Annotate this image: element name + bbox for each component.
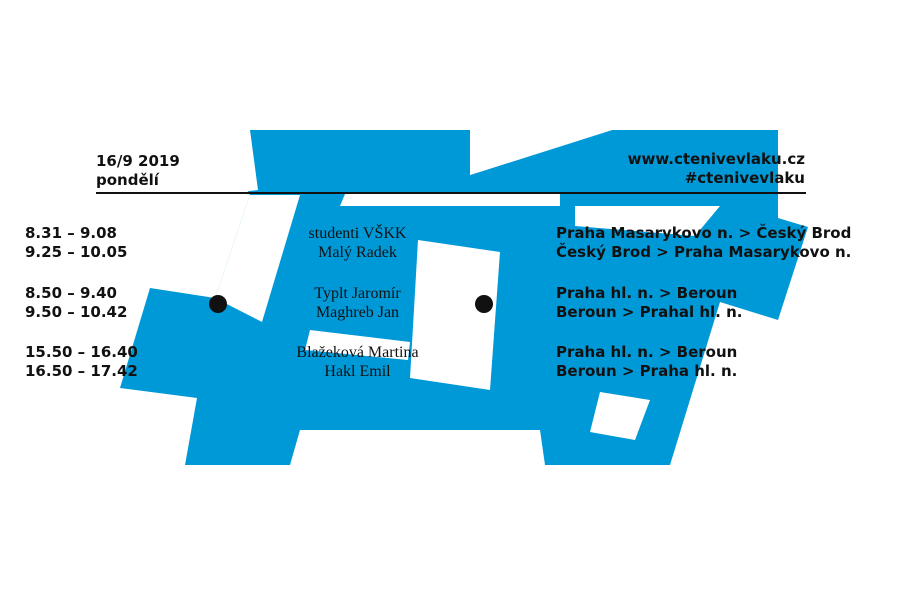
schedule-times-1: 8.31 – 9.08 9.25 – 10.05 (25, 224, 215, 262)
schedule-names-3: Blažeková Martina Hakl Emil (255, 343, 460, 381)
train-route: Praha hl. n. > Beroun (556, 284, 738, 302)
schedule-times-3: 15.50 – 16.40 16.50 – 17.42 (25, 343, 215, 381)
dot-right-marker (475, 295, 493, 313)
reader-name: Maghreb Jan (315, 304, 400, 321)
schedule-names-1: studenti VŠKK Malý Radek (255, 224, 460, 262)
train-route: Praha Masarykovo n. > Český Brod (556, 224, 852, 242)
train-route: Beroun > Praha hl. n. (556, 362, 738, 380)
white-cut-left-lower (215, 195, 300, 322)
event-day: pondělí (96, 171, 159, 189)
white-cut-lower-right (575, 206, 720, 236)
train-route: Český Brod > Praha Masarykovo n. (556, 243, 852, 261)
schedule-routes-3: Praha hl. n. > Beroun Beroun > Praha hl.… (556, 343, 896, 381)
time-slot: 9.50 – 10.42 (25, 303, 128, 321)
time-slot: 15.50 – 16.40 (25, 343, 138, 361)
time-slot: 16.50 – 17.42 (25, 362, 138, 380)
reader-name: Blažeková Martina (296, 344, 419, 361)
reader-name: Typlt Jaromír (314, 285, 401, 302)
white-cut-right-slot (590, 392, 650, 440)
white-cut-center-top (470, 130, 612, 175)
train-route: Beroun > Prahal hl. n. (556, 303, 743, 321)
time-slot: 8.50 – 9.40 (25, 284, 117, 302)
white-cut-top-left (213, 130, 258, 193)
time-slot: 9.25 – 10.05 (25, 243, 128, 261)
website-link[interactable]: www.ctenivevlaku.cz (627, 150, 805, 168)
time-slot: 8.31 – 9.08 (25, 224, 117, 242)
hashtag: #ctenivevlaku (684, 169, 805, 187)
train-route: Praha hl. n. > Beroun (556, 343, 738, 361)
schedule-routes-1: Praha Masarykovo n. > Český Brod Český B… (556, 224, 896, 262)
white-cut-bottom-mid (290, 430, 545, 465)
header-divider (96, 192, 806, 194)
white-cut-upper-mid (340, 194, 560, 206)
white-cut-mid-left (305, 330, 410, 360)
reader-name: Hakl Emil (324, 363, 391, 380)
reader-name: studenti VŠKK (308, 225, 407, 242)
dot-left-marker (209, 295, 227, 313)
schedule-times-2: 8.50 – 9.40 9.50 – 10.42 (25, 284, 215, 322)
reader-name: Malý Radek (318, 244, 397, 261)
web-block: www.ctenivevlaku.cz #ctenivevlaku (628, 150, 805, 188)
date-block: 16/9 2019 pondělí (96, 152, 180, 190)
schedule-routes-2: Praha hl. n. > Beroun Beroun > Prahal hl… (556, 284, 896, 322)
schedule-names-2: Typlt Jaromír Maghreb Jan (255, 284, 460, 322)
event-date: 16/9 2019 (96, 152, 180, 170)
